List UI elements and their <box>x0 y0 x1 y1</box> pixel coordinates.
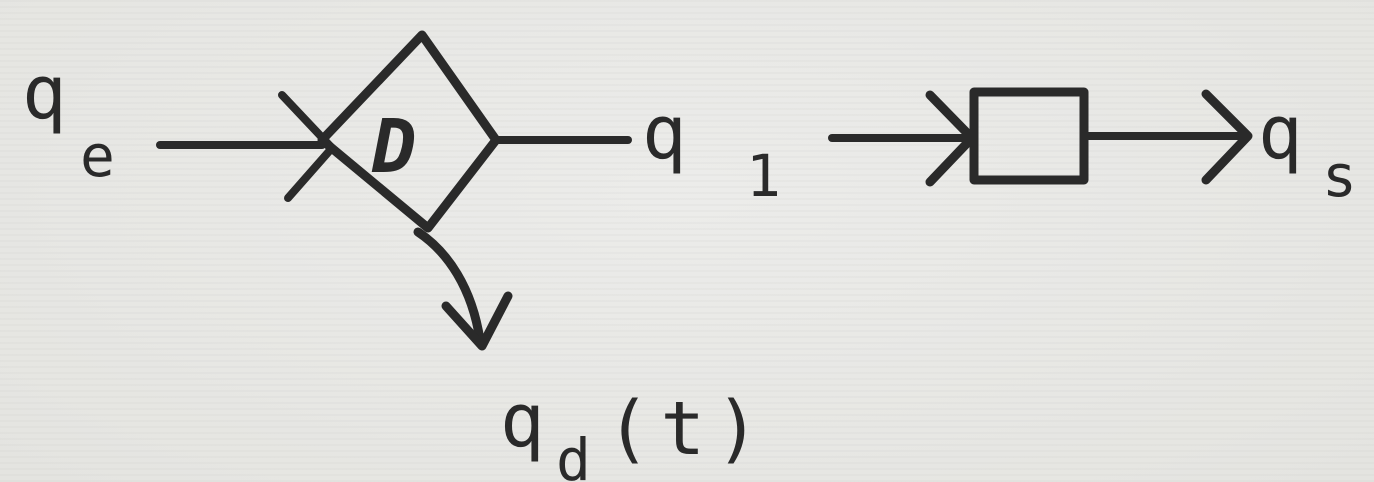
divider-symbol: D <box>371 104 417 190</box>
output-flow-main: q <box>1258 90 1303 176</box>
output-arrowhead <box>1201 89 1253 185</box>
input-arrow-tick-lower <box>284 144 336 202</box>
diverted-flow-suffix: (t) <box>606 386 770 472</box>
input-flow-label: q e <box>22 50 115 190</box>
intermediate-flow-subscript: 1 <box>746 142 781 210</box>
diverted-flow-arrowhead <box>441 291 513 351</box>
diverted-flow-main: q <box>500 378 545 464</box>
diverted-flow-label: q d (t) <box>500 378 770 482</box>
intermediate-flow-main: q <box>642 90 687 176</box>
process-box <box>969 87 1089 185</box>
divider-diamond <box>317 30 501 233</box>
output-flow-label: q s <box>1258 90 1357 210</box>
diverted-flow-curve <box>413 227 485 345</box>
output-flow-subscript: s <box>1322 142 1357 210</box>
input-flow-subscript: e <box>80 122 115 190</box>
diverted-flow-subscript: d <box>556 426 591 482</box>
input-flow-main: q <box>22 50 67 136</box>
intermediate-flow-label: q 1 <box>642 90 781 210</box>
